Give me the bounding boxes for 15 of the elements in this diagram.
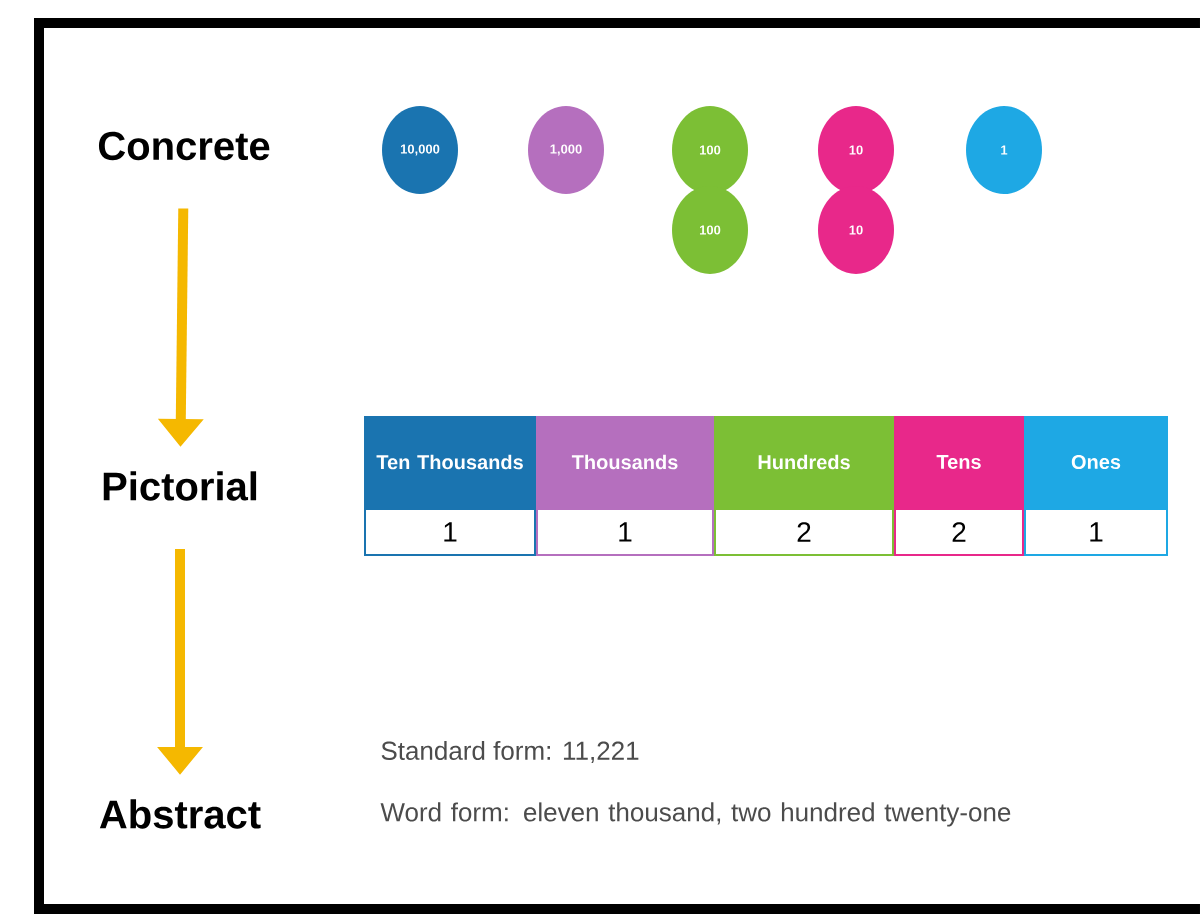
table-cell: 1 [1024,507,1168,556]
stage-label: Abstract [99,799,261,829]
table-cell: 2 [894,507,1024,556]
table-cell: 1 [364,507,536,556]
table-cell: 2 [714,507,894,556]
table-cell: 1 [536,507,714,556]
table-header-cell: Thousands [536,416,714,508]
table-header-cell: Hundreds [714,416,894,508]
standard-form-text: Standard form: 11,221 [381,740,639,764]
table-header-cell: Ten Thousands [364,416,536,508]
table-header-cell: Ones [1024,416,1168,508]
word-form-text: Word form: eleven thousand, two hundred twenty-one [380,802,1011,827]
stage-label: Concrete [98,131,270,161]
table-header-cell: Tens [894,416,1024,508]
stage-label: Pictorial [103,471,257,501]
